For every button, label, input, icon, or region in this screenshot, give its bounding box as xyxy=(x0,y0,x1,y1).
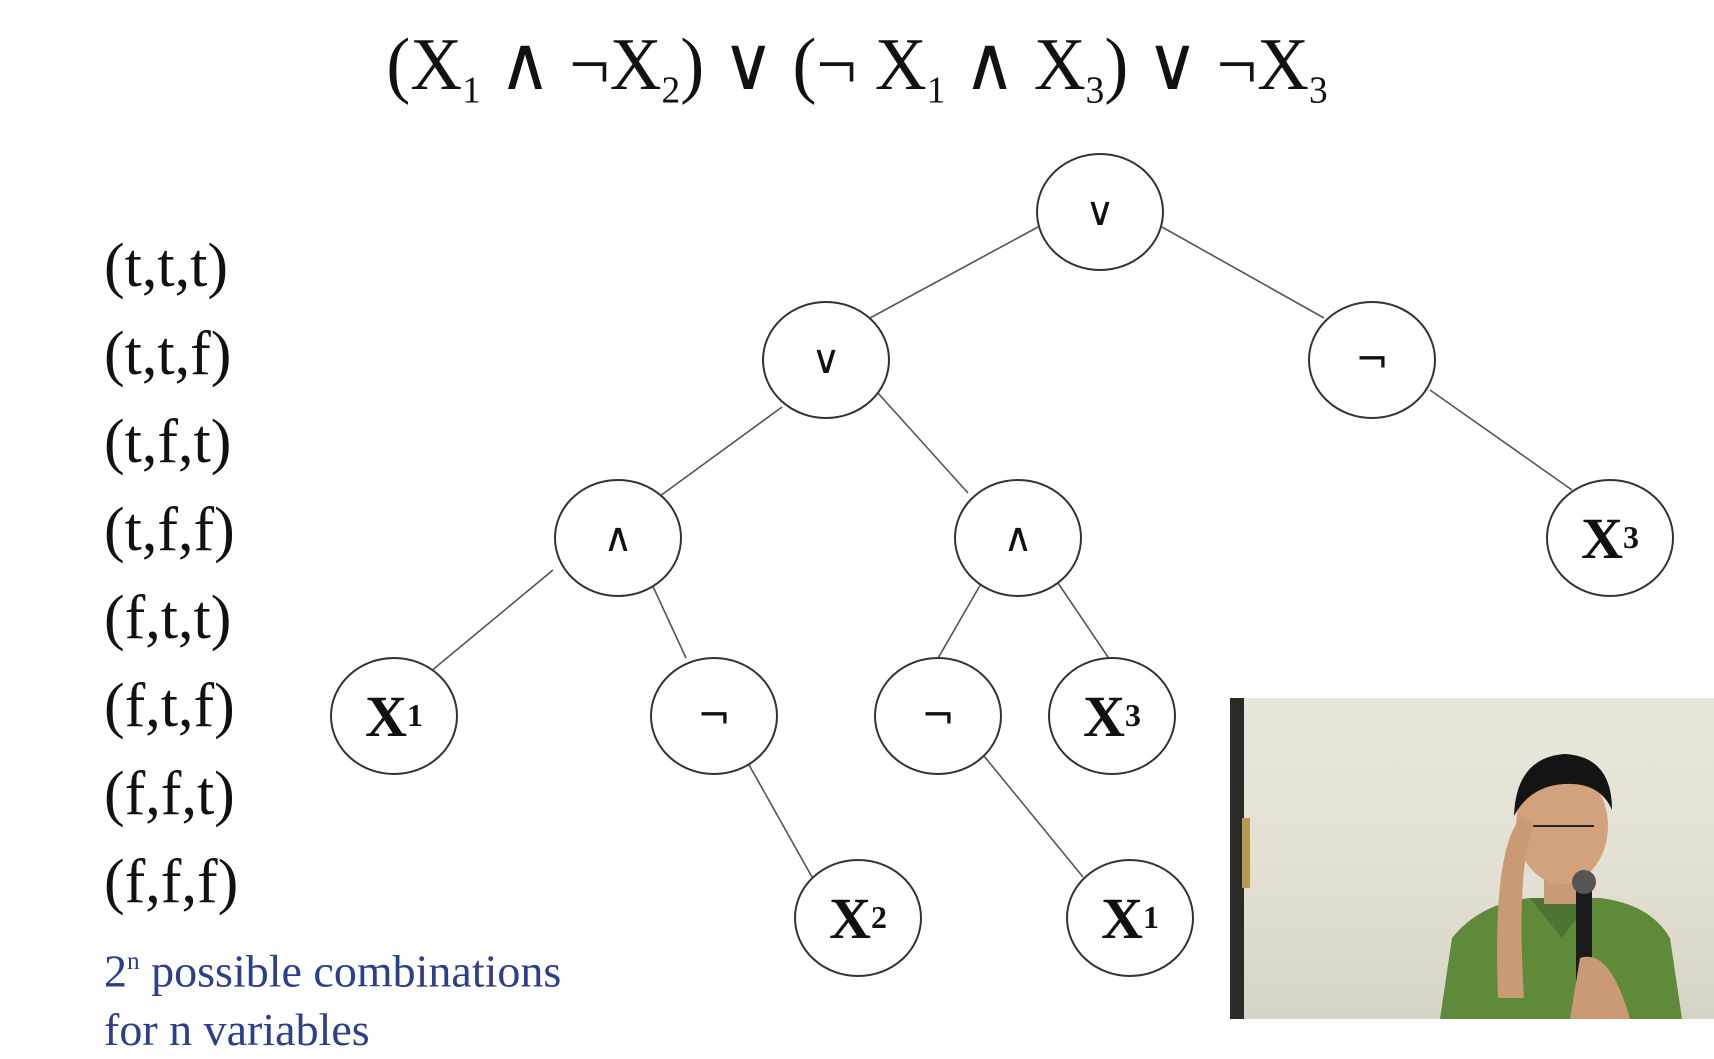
tree-node-or-root xyxy=(1036,153,1164,271)
whiteboard-clip xyxy=(1242,818,1250,888)
combination-list: (t,t,t) (t,t,f) (t,f,t) (t,f,f) (f,t,t) … xyxy=(104,222,238,926)
tree-node-and-left xyxy=(554,479,682,597)
presenter-arm xyxy=(1570,956,1630,1019)
or-root-label: ∨ xyxy=(1085,189,1115,235)
presenter-hand xyxy=(1497,816,1534,998)
not-x1-label: ¬ xyxy=(921,693,955,739)
combination-item: (f,t,t) xyxy=(104,584,232,652)
tree-node-x3-right xyxy=(1546,479,1674,597)
combination-item: (t,t,t) xyxy=(104,232,228,300)
combination-item: (f,f,f) xyxy=(104,848,239,916)
combination-item: (t,f,f) xyxy=(104,496,235,564)
and-mid-label: ∧ xyxy=(1003,515,1033,561)
combination-item: (t,f,t) xyxy=(104,408,232,476)
tree-edge xyxy=(869,226,1039,319)
tree-node-x2 xyxy=(794,859,922,977)
tree-node-not-right xyxy=(1308,301,1436,419)
tree-edge xyxy=(1429,389,1573,491)
not-right-label: ¬ xyxy=(1355,337,1389,383)
tree-node-or-left xyxy=(762,301,890,419)
tree-edge xyxy=(743,755,813,878)
presenter-video-inset xyxy=(1230,698,1714,1019)
tree-edge xyxy=(429,569,554,673)
tree-node-not-x1 xyxy=(874,657,1002,775)
tree-node-x1-bottom xyxy=(1066,859,1194,977)
combination-item: (f,f,t) xyxy=(104,760,235,828)
tree-edge xyxy=(1161,226,1325,319)
tree-edge xyxy=(1055,579,1111,661)
combination-item: (f,t,f) xyxy=(104,672,235,740)
presenter-hair xyxy=(1514,754,1612,816)
syntax-tree xyxy=(330,153,1674,977)
or-left-label: ∨ xyxy=(811,337,841,383)
tree-edge xyxy=(649,579,687,659)
tree-node-not-x2 xyxy=(650,657,778,775)
slide: (X1 ∧ ¬X2) ∨ (¬ X1 ∧ X3) ∨ ¬X3 (t,t,t) (… xyxy=(104,24,1714,1055)
tree-edge xyxy=(659,406,783,497)
tree-node-x3-mid xyxy=(1048,657,1176,775)
tree-edge xyxy=(983,755,1084,878)
and-left-label: ∧ xyxy=(603,515,633,561)
not-x2-label: ¬ xyxy=(697,693,731,739)
combination-item: (t,t,f) xyxy=(104,320,232,388)
tree-edge xyxy=(876,391,969,494)
tree-edge xyxy=(936,581,983,661)
whiteboard-edge xyxy=(1230,698,1244,1019)
tree-node-and-mid xyxy=(954,479,1082,597)
presenter-figure xyxy=(1440,754,1682,1019)
tree-node-x1-left xyxy=(330,657,458,775)
formula-title: (X1 ∧ ¬X2) ∨ (¬ X1 ∧ X3) ∨ ¬X3 xyxy=(386,24,1328,112)
microphone-head xyxy=(1572,870,1596,894)
